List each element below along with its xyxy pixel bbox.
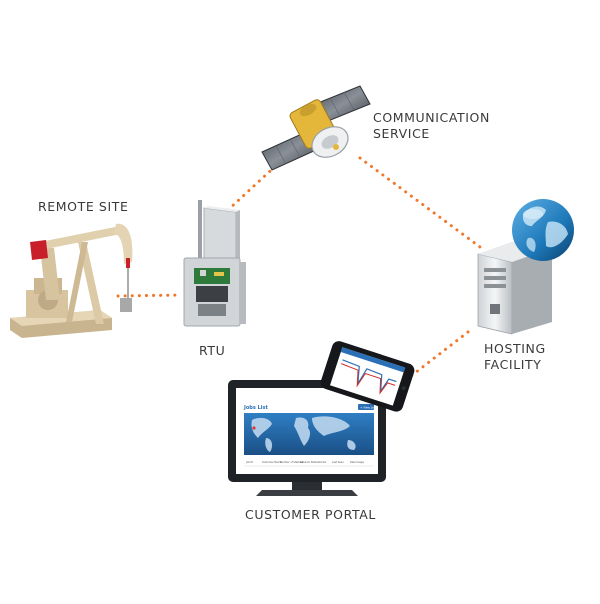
- connector-lines: [116, 156, 482, 378]
- label-communication-service: COMMUNICATION SERVICE: [373, 110, 490, 142]
- pumpjack-icon: [10, 223, 133, 338]
- svg-text:Job ID: Job ID: [245, 461, 253, 464]
- label-communication-line2: SERVICE: [373, 126, 430, 141]
- label-remote-site: REMOTE SITE: [38, 199, 128, 215]
- label-customer-portal-text: CUSTOMER PORTAL: [245, 507, 376, 522]
- svg-text:Network Status: Network Status: [300, 461, 319, 464]
- label-hosting-line1: HOSTING: [484, 341, 546, 356]
- svg-text:Customer Name: Customer Name: [262, 461, 282, 464]
- svg-text:Last Seen: Last Seen: [332, 461, 344, 464]
- map-continents: [251, 416, 356, 452]
- connector-hosting-portal: [409, 330, 470, 378]
- svg-text:Data Usage: Data Usage: [350, 461, 364, 464]
- globe-icon: [512, 199, 574, 261]
- label-hosting-facility: HOSTING FACILITY: [484, 341, 546, 373]
- label-customer-portal: CUSTOMER PORTAL: [245, 507, 376, 523]
- label-rtu-text: RTU: [199, 343, 226, 358]
- connector-rtu-satellite: [226, 158, 284, 212]
- monitor-icon: Jobs List + New Job Job ID Customer Name…: [228, 380, 386, 496]
- svg-text:Number of Stations: Number of Stations: [280, 461, 304, 464]
- label-remote-site-text: REMOTE SITE: [38, 199, 129, 214]
- label-hosting-line2: FACILITY: [484, 357, 542, 372]
- connector-satellite-hosting: [358, 156, 482, 249]
- label-rtu: RTU: [199, 343, 225, 359]
- smartphone-icon: [320, 341, 415, 412]
- portal-new-job-button: + New Job: [360, 406, 376, 410]
- rtu-antenna-icon: [183, 200, 246, 327]
- portal-table-header: Job ID Customer Name Number of Stations …: [245, 461, 364, 464]
- label-communication-line1: COMMUNICATION: [373, 110, 490, 125]
- portal-screen-title: Jobs List: [243, 405, 268, 411]
- svg-text:Alarms: Alarms: [318, 461, 327, 464]
- satellite-icon: [261, 85, 371, 171]
